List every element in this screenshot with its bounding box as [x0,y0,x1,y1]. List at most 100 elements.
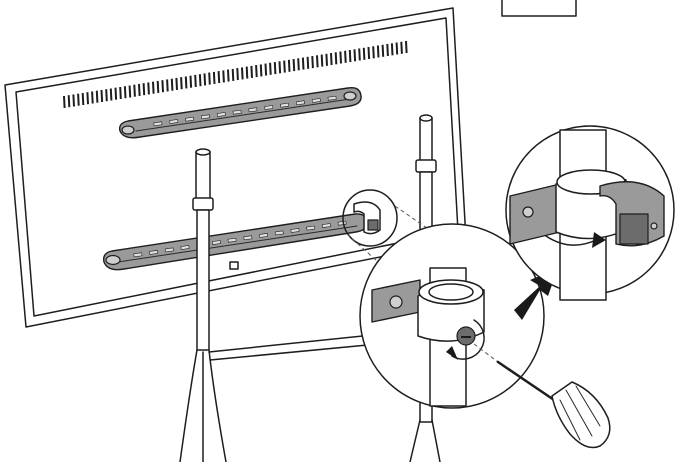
vent-slot [114,87,118,100]
vent-slot [198,74,202,87]
bracket-slot [274,230,284,236]
vent-slot [311,56,314,69]
vent-slot [119,86,122,100]
vent-slot [133,84,136,97]
bracket-slot [327,95,337,101]
vent-slot [91,91,94,104]
vent-slot [175,77,178,90]
bracket-slot [133,252,143,258]
vent-slot [287,59,291,72]
vent-slot [269,62,272,75]
bracket-slot [306,225,316,231]
bracket-slot [311,98,321,103]
vent-slot [273,62,277,75]
vent-slot [77,93,80,106]
bracket-slot [169,119,179,124]
bracket-slot [216,112,226,117]
vent-slot [339,51,342,64]
step-label-box [501,0,577,17]
vent-slot [152,81,155,94]
bracket-slots [153,95,337,127]
vent-slot [180,77,183,90]
vent-slot [306,56,310,69]
vent-slot [156,80,160,93]
bracket-slot [164,247,174,253]
vent-slot [386,43,389,57]
vent-slot [245,66,249,79]
vent-slot [161,80,164,93]
vent-slot [241,67,244,80]
vent-slot [372,46,375,59]
vent-slot [227,69,230,82]
bracket-slot [243,235,253,241]
vent-slot [353,49,357,62]
vent-slot [203,73,207,86]
left-stand-pole-icon [179,148,227,462]
bracket-slot [232,109,242,115]
vent-slot [86,92,89,105]
vent-slot [283,60,286,73]
vent-slot [138,83,141,96]
vent-slot [259,64,263,77]
vent-slot [278,61,282,74]
vent-slot [217,71,221,84]
vent-slot [362,47,366,60]
bracket-slot [211,240,221,245]
vent-slot [81,92,85,106]
lower-wall-bracket-icon [102,201,381,271]
vent-slot [231,68,235,81]
vent-slot [189,75,193,88]
bracket-slot [321,223,331,228]
vent-slot [376,45,380,58]
vent-slot [95,90,99,103]
vent-slot [264,63,268,76]
vent-slot [142,83,146,96]
vent-slot [212,71,216,84]
detail-zoom-circle-closed [505,125,675,301]
bracket-slot [264,105,274,110]
vent-slot [334,52,338,65]
vent-slot [105,89,108,102]
vent-slot [170,78,174,91]
bracket-slot [149,250,159,255]
vent-slot [390,43,394,56]
vent-slot [222,70,225,83]
vent-slot [194,74,197,87]
vent-slot [316,55,319,68]
vent-slot [128,85,132,98]
vent-slot [330,53,333,66]
vent-slot [405,40,408,54]
vent-slot [400,41,403,54]
tv-port-icon [229,261,239,270]
vent-slot [358,48,361,61]
vent-slot [344,50,347,63]
vent-slot [147,82,150,95]
vent-slot [109,88,113,101]
screwdriver-icon [496,360,611,449]
tv-vent-slots [63,40,408,109]
vent-slot [100,89,104,103]
vent-slot [67,95,71,108]
vent-slot [381,44,385,57]
vent-slot [250,65,253,78]
vent-slot [325,53,328,66]
upper-wall-bracket-icon [118,86,362,139]
vent-slot [166,79,169,92]
vent-slot [184,76,188,89]
bracket-slot [153,121,163,127]
vent-slot [292,59,296,72]
bracket-slot [200,114,210,120]
vent-slot [395,42,399,55]
bracket-slot [259,233,269,238]
bracket-slot [295,100,305,106]
vent-slot [255,65,258,78]
vent-slot [123,86,127,99]
vent-slot [236,68,239,81]
vent-slot [72,94,75,107]
bracket-slot [185,116,195,122]
vent-slot [367,46,371,60]
detail-zoom-circle-clamp [359,223,545,409]
vent-slot [320,54,324,67]
